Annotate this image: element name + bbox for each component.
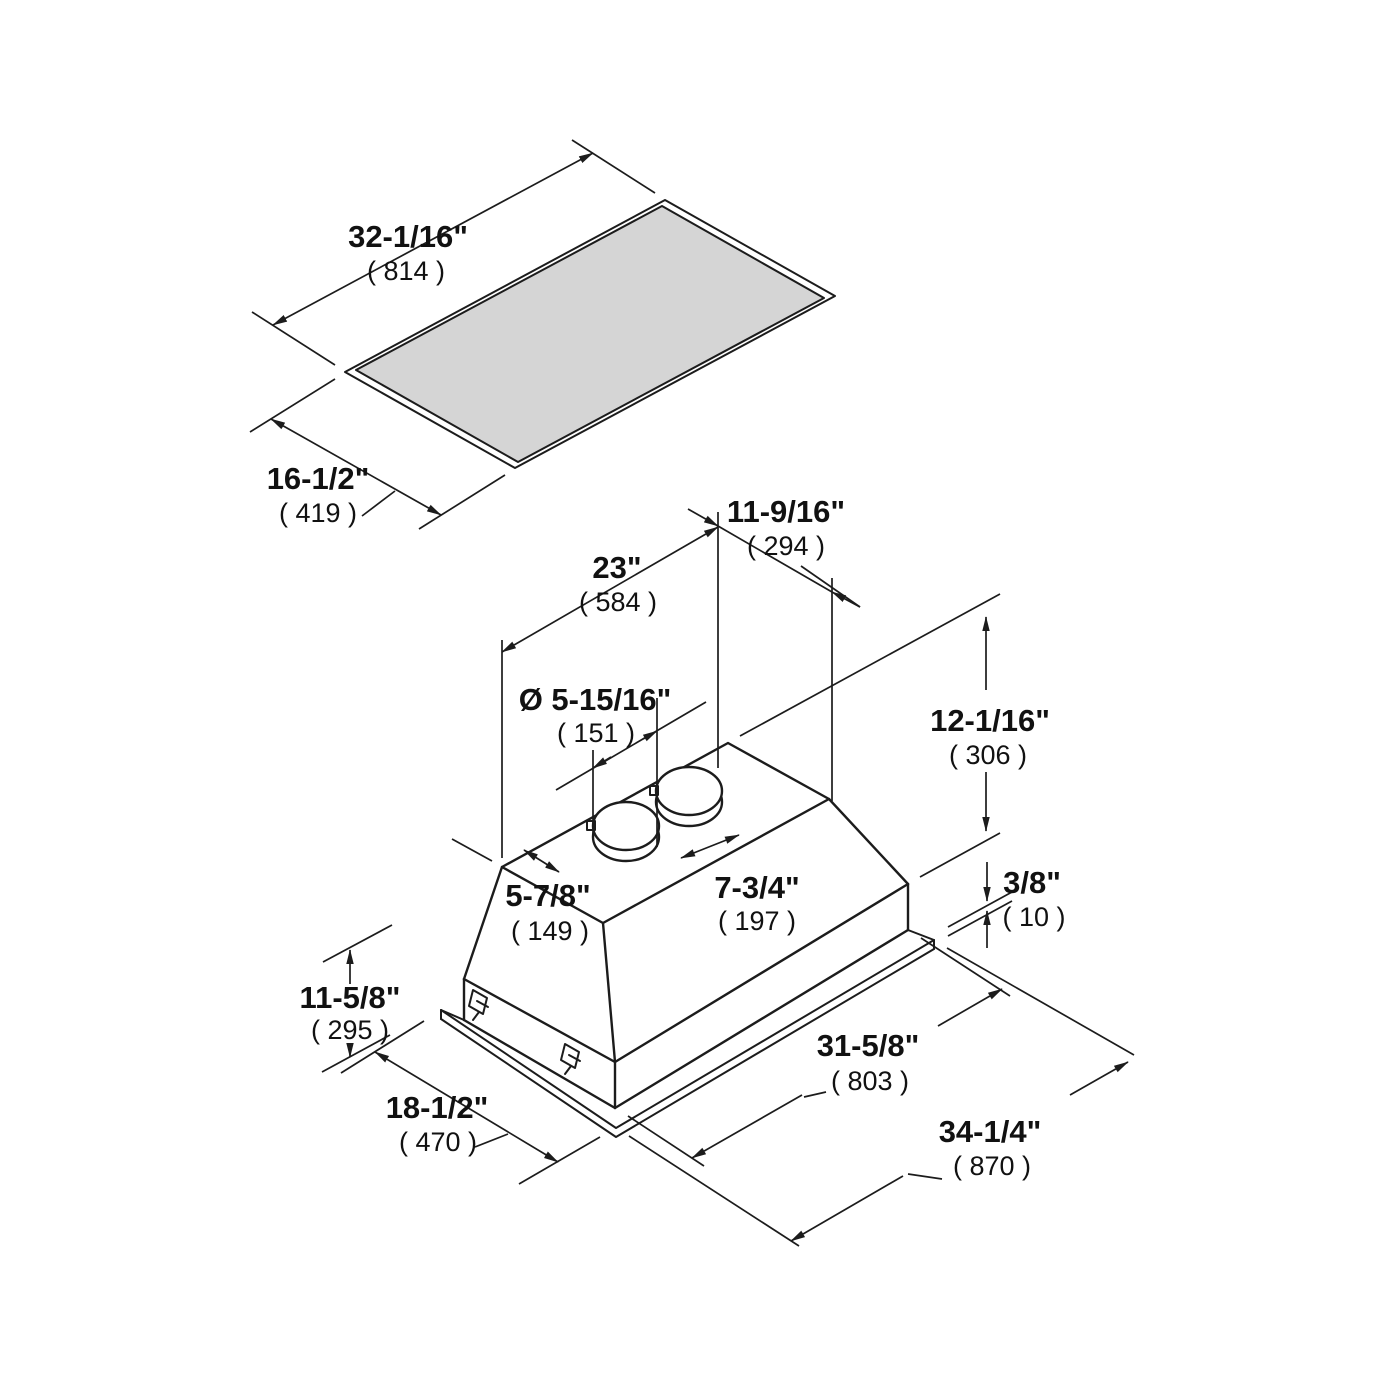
- duct-collar-top: [591, 800, 661, 852]
- flange-top-edge: [440, 939, 935, 1129]
- dim-duct-offset: 11-9/16" ( 294 ): [687, 494, 861, 608]
- dimension-line: [680, 834, 740, 859]
- extension-line: [418, 474, 506, 530]
- extension-line: [518, 1136, 601, 1185]
- extension-line: [340, 1020, 425, 1074]
- duct-collar-top: [654, 765, 724, 817]
- extension-line-top: [322, 924, 393, 963]
- dim-cutout-width-inches: 32-1/16": [348, 219, 468, 254]
- dim-cutout-depth: 16-1/2" ( 419 ): [249, 378, 506, 530]
- dim-overall-width: 34-1/4" ( 870 ): [628, 947, 1135, 1247]
- dim-duct-side-offset: 7-3/4" ( 197 ): [680, 834, 800, 936]
- dim-duct-side-offset-mm: ( 197 ): [718, 906, 796, 936]
- extension-line: [451, 838, 493, 862]
- leader-line: [474, 1133, 509, 1148]
- dim-top-width-mm: ( 584 ): [579, 587, 657, 617]
- flange-right-connector: [907, 929, 935, 941]
- mounting-clip: [560, 1043, 581, 1075]
- dim-top-width: 23" ( 584 ): [501, 526, 719, 653]
- extension-line-bottom: [919, 832, 1001, 878]
- dim-duct-offset-mm: ( 294 ): [747, 531, 825, 561]
- extension-line: [628, 1135, 800, 1247]
- dim-duct-side-offset-inches: 7-3/4": [714, 870, 799, 905]
- duct-collar-tab: [586, 820, 596, 831]
- extension-line-bottom: [321, 1034, 391, 1073]
- dim-left-height: 11-5/8" ( 295 ): [300, 924, 401, 1073]
- leader-line: [907, 1173, 943, 1180]
- flange-edge-extension: [947, 900, 1013, 937]
- dim-body-width: 31-5/8" ( 803 ): [627, 937, 1011, 1167]
- extension-line-top: [739, 593, 1001, 737]
- dim-body-depth: 18-1/2" ( 470 ): [340, 1020, 601, 1185]
- dim-cutout-depth-inches: 16-1/2": [267, 461, 370, 496]
- dim-body-height: 12-1/16" ( 306 ): [739, 593, 1050, 878]
- dim-cutout-width-mm: ( 814 ): [367, 256, 445, 286]
- dim-body-height-mm: ( 306 ): [949, 740, 1027, 770]
- dim-body-height-inches: 12-1/16": [930, 703, 1050, 738]
- dim-top-width-inches: 23": [592, 550, 641, 585]
- extension-line: [946, 947, 1135, 1056]
- dim-duct-front-offset-mm: ( 149 ): [511, 916, 589, 946]
- dim-duct-front-offset-inches: 5-7/8": [505, 878, 590, 913]
- dimension-line-right: [1069, 1061, 1129, 1096]
- dim-body-width-mm: ( 803 ): [831, 1066, 909, 1096]
- dimension-line: [717, 525, 833, 593]
- dim-flange-thickness: 3/8" ( 10 ): [947, 862, 1066, 948]
- leader-line: [803, 1091, 827, 1098]
- dim-cutout-depth-mm: ( 419 ): [279, 498, 357, 528]
- duct-collar-tab: [649, 785, 659, 796]
- extension-line: [249, 378, 336, 433]
- dimension-line: [501, 526, 719, 653]
- dimension-line-left: [691, 1094, 803, 1159]
- arrow-right: [831, 591, 861, 608]
- dim-left-height-inches: 11-5/8": [300, 980, 401, 1015]
- dim-body-width-inches: 31-5/8": [817, 1028, 920, 1063]
- dimension-line: [555, 701, 707, 791]
- taper-front-edge: [601, 921, 617, 1064]
- dim-flange-thickness-inches: 3/8": [1003, 865, 1061, 900]
- dimension-line-right: [937, 988, 1003, 1027]
- dimension-line: [270, 418, 442, 516]
- dim-left-height-mm: ( 295 ): [311, 1015, 389, 1045]
- mounting-clip: [468, 989, 489, 1021]
- dim-body-depth-inches: 18-1/2": [386, 1090, 489, 1125]
- hood-body: [440, 741, 935, 1138]
- extension-line: [920, 937, 1011, 997]
- dim-duct-diameter-inches: Ø 5-15/16": [519, 682, 672, 717]
- dim-cutout-width: 32-1/16" ( 814 ): [251, 139, 656, 366]
- dim-overall-width-inches: 34-1/4": [939, 1114, 1042, 1149]
- taper-right-bevel-edge: [827, 797, 910, 886]
- dimension-line-left: [790, 1175, 904, 1242]
- flange-edge-extension: [947, 891, 1013, 928]
- dim-duct-diameter-mm: ( 151 ): [557, 718, 635, 748]
- leader-line: [800, 565, 861, 608]
- extension-line: [571, 139, 656, 194]
- dim-overall-width-mm: ( 870 ): [953, 1151, 1031, 1181]
- box-top-right-edge: [613, 882, 910, 1064]
- dimension-line: [272, 152, 594, 326]
- dim-flange-thickness-mm: ( 10 ): [1002, 902, 1065, 932]
- arrow-left: [592, 756, 612, 769]
- dimension-line: [523, 849, 560, 873]
- dimension-line: [374, 1051, 559, 1163]
- dim-body-depth-mm: ( 470 ): [399, 1127, 477, 1157]
- leader-line: [361, 490, 396, 517]
- duct-collar-rear: [649, 765, 724, 828]
- dim-duct-front-offset: 5-7/8" ( 149 ): [451, 838, 591, 946]
- extension-line: [251, 311, 336, 366]
- taper-left-edge: [462, 865, 504, 981]
- box-bottom-right-edge: [613, 928, 910, 1110]
- arrow-right: [642, 730, 658, 742]
- arrow-left: [687, 508, 719, 527]
- flange-left-connector: [440, 1009, 465, 1021]
- dim-duct-offset-inches: 11-9/16": [727, 494, 845, 529]
- dim-duct-diameter: Ø 5-15/16" ( 151 ): [519, 682, 707, 791]
- box-top-left-edge: [462, 977, 617, 1064]
